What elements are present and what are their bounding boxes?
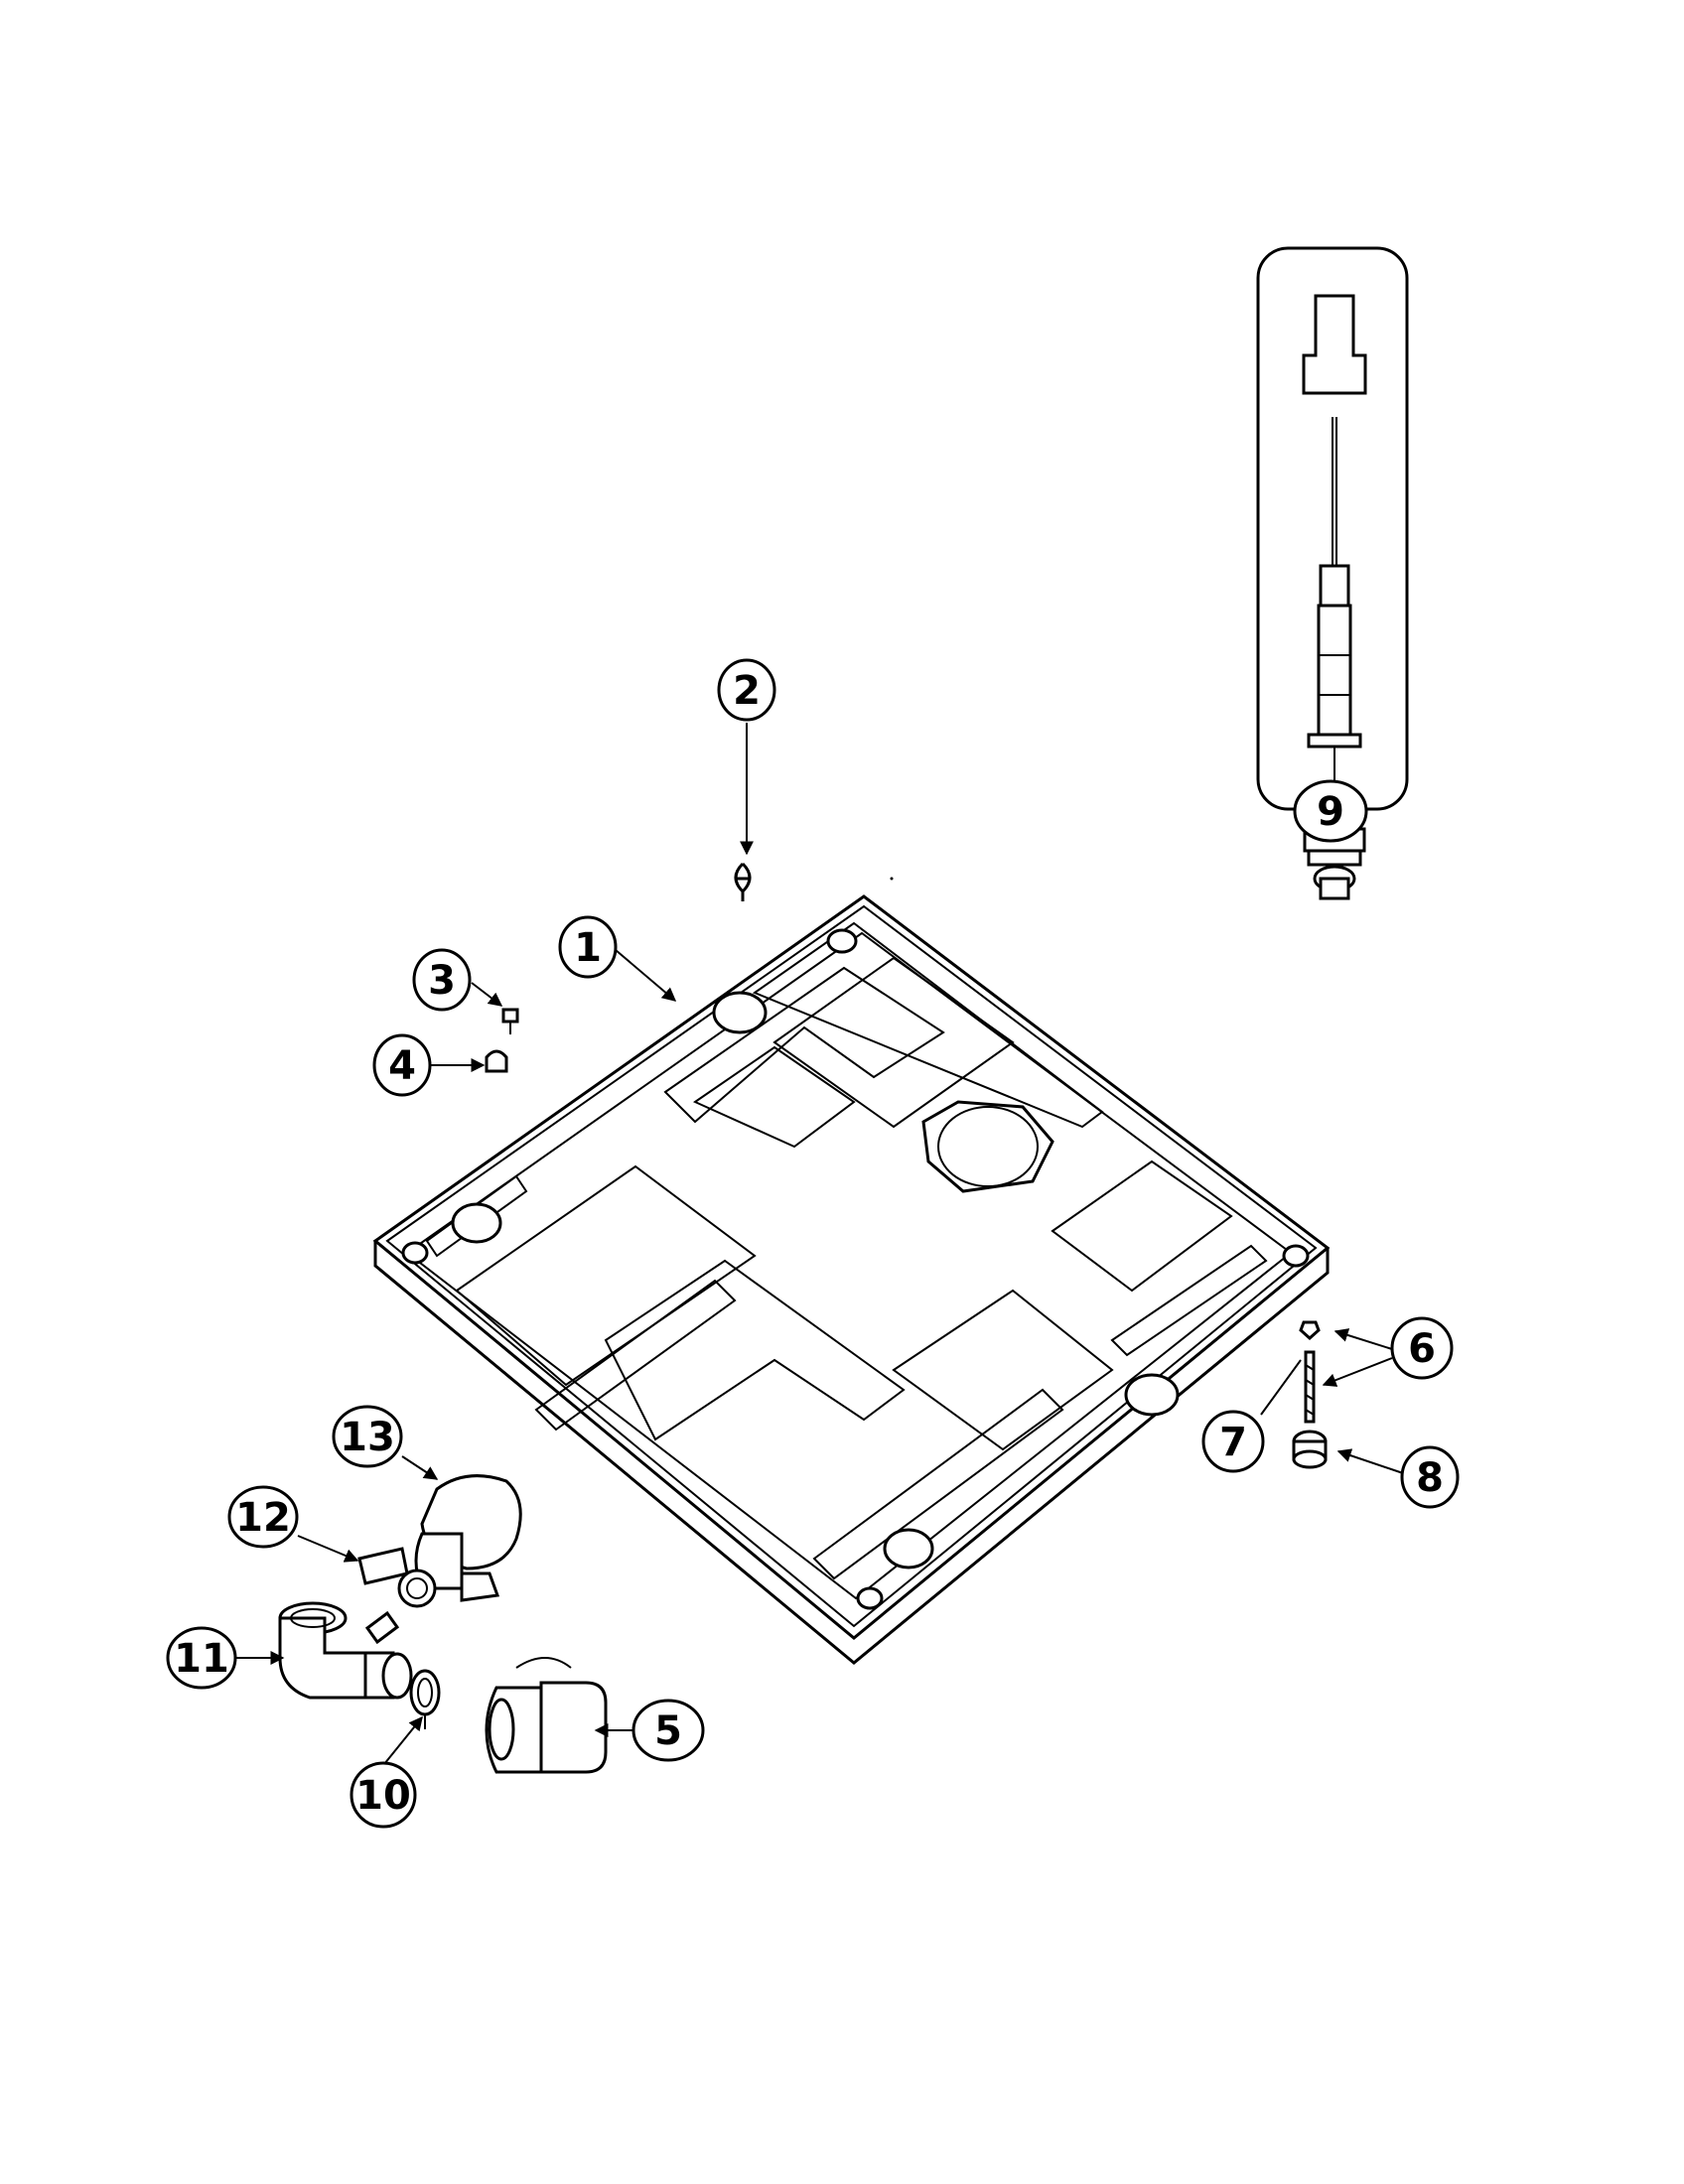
drain-pump-part [485,1657,608,1774]
callout-label-9: 9 [1317,789,1344,835]
leader-8 [1336,1448,1404,1474]
hose-clamp-part [409,1669,441,1729]
callout-11: 11 [166,1626,237,1690]
callout-4: 4 [372,1033,432,1097]
leader-7 [1260,1359,1302,1416]
callout-label-3: 3 [428,958,456,1004]
leader-lines [236,723,1404,1765]
leader-10 [383,1715,423,1765]
callout-label-6: 6 [1408,1326,1436,1372]
callout-5: 5 [632,1699,705,1762]
callout-label-11: 11 [174,1636,229,1682]
callout-3: 3 [412,948,472,1012]
callout-label-5: 5 [654,1708,682,1754]
clip-part [734,862,752,901]
callout-7: 7 [1201,1410,1265,1473]
callout-label-4: 4 [388,1043,416,1089]
leader-13 [401,1455,439,1480]
leader-1 [615,949,677,1002]
callout-8: 8 [1400,1445,1460,1509]
screw-part [501,1008,519,1034]
callout-label-7: 7 [1219,1420,1247,1465]
leader-3 [471,982,503,1007]
callout-2: 2 [717,658,776,722]
callout-label-1: 1 [574,925,602,971]
elbow-fitting-part [278,1601,413,1700]
callout-10: 10 [350,1761,417,1829]
speck [890,877,894,881]
callout-12: 12 [227,1485,299,1549]
leveling-leg-part [1292,1320,1328,1469]
callout-13: 13 [332,1405,403,1468]
callout-label-12: 12 [235,1495,291,1541]
callout-label-10: 10 [355,1773,411,1819]
pump-housing-part [397,1474,522,1608]
callout-label-13: 13 [340,1415,395,1460]
callout-label-2: 2 [733,668,761,714]
leader-6a [1333,1328,1393,1350]
leader-6b [1322,1357,1393,1387]
label-part [357,1547,409,1585]
callout-1: 1 [558,915,618,979]
clip-nut-part [485,1049,508,1073]
callout-9: 9 [1293,779,1368,843]
callout-6: 6 [1390,1316,1454,1380]
callout-label-8: 8 [1416,1455,1444,1501]
leader-12 [297,1535,359,1563]
base-frame-part [372,894,1331,1665]
